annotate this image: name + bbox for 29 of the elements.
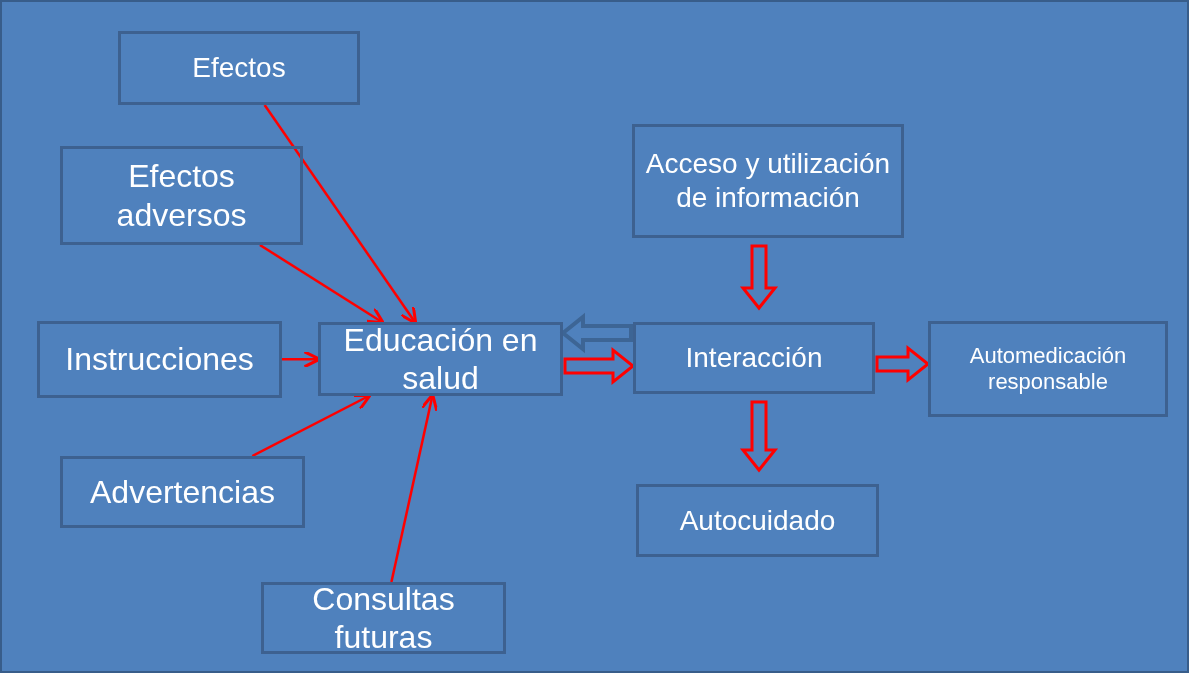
- block-arrow: [739, 400, 779, 473]
- arrow: [263, 104, 418, 325]
- process-box: [118, 31, 360, 105]
- box-label: Instrucciones: [65, 340, 254, 379]
- box-label: Automedicación responsable: [968, 342, 1128, 396]
- process-box: [60, 456, 305, 528]
- block-arrow: [875, 344, 931, 384]
- arrow: [390, 393, 439, 583]
- process-box: [636, 484, 879, 557]
- box-label: Consultas futuras: [311, 579, 456, 657]
- process-box: [261, 582, 506, 654]
- box-label: Advertencias: [90, 472, 275, 512]
- box-label: Acceso y utilización de información: [644, 147, 892, 215]
- block-arrow: [739, 244, 779, 311]
- arrow: [282, 350, 321, 369]
- box-label: Interacción: [685, 341, 823, 375]
- box-label: Efectos adversos: [115, 157, 248, 234]
- process-box: [632, 124, 904, 238]
- block-arrow: [563, 346, 636, 386]
- arrow: [259, 243, 385, 325]
- arrow: [251, 393, 372, 458]
- process-box: [37, 321, 282, 398]
- box-label: Autocuidado: [679, 503, 836, 538]
- box-label: Efectos: [192, 51, 286, 85]
- process-box: [928, 321, 1168, 417]
- process-box: [60, 146, 303, 245]
- box-label: Educación en salud: [342, 320, 539, 398]
- process-box: [633, 322, 875, 394]
- process-box: [318, 322, 563, 396]
